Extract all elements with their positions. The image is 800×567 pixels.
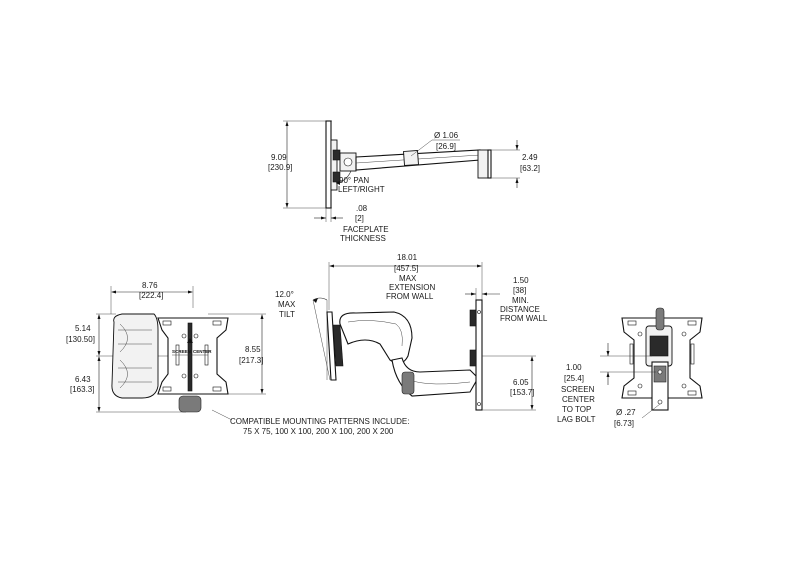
front-height-dim: 8.55 <box>245 345 261 354</box>
screen-center-label: SCREEN <box>172 349 191 354</box>
tilt-max: MAX <box>278 300 296 309</box>
tube-diameter-mm: [26.9] <box>436 142 456 151</box>
front-lower-dim: 6.43 <box>75 375 91 384</box>
wall-plate <box>475 299 483 411</box>
faceplate-bracket <box>330 139 338 191</box>
pan-note-2: LEFT/RIGHT <box>338 185 385 194</box>
tilt-angle: 12.0° <box>275 290 294 299</box>
extension-max: MAX <box>399 274 417 283</box>
top-height-dim-mm: [230.9] <box>268 163 292 172</box>
min-distance-min: MIN. <box>512 296 529 305</box>
compatible-patterns: 75 X 75, 100 X 100, 200 X 100, 200 X 200 <box>243 427 394 436</box>
front-view: 8.76 [222.4] 5.14 [130.50] 6.43 [163.3] … <box>66 281 409 436</box>
faceplate-dim: .08 <box>356 204 368 213</box>
screen-center-label-2: CENTER <box>193 349 212 354</box>
hole-diameter: Ø .27 <box>616 408 636 417</box>
compatible-note: COMPATIBLE MOUNTING PATTERNS INCLUDE: <box>230 417 409 426</box>
lag-dim: 1.00 <box>566 363 582 372</box>
upper-arm <box>339 311 413 364</box>
hole-diameter-mm: [6.73] <box>614 419 634 428</box>
extension-dim: 18.01 <box>397 253 418 262</box>
wall-plate-dim: 2.49 <box>522 153 538 162</box>
min-distance-label: DISTANCE <box>500 305 540 314</box>
tube-diameter: Ø 1.06 <box>434 131 459 140</box>
lag-bolt: LAG BOLT <box>557 415 596 424</box>
side-lower-dim-mm: [153.7] <box>510 388 534 397</box>
extension-dim-mm: [457.5] <box>394 264 418 273</box>
front-upper-dim-mm: [130.50] <box>66 335 95 344</box>
rear-pivot-post <box>655 307 665 331</box>
front-lower-dim-mm: [163.3] <box>70 385 94 394</box>
wall-plate-dim-mm: [63.2] <box>520 164 540 173</box>
faceplate-label: FACEPLATE <box>343 225 389 234</box>
faceplate-dim-mm: [2] <box>355 214 364 223</box>
tv-faceplate <box>325 120 332 209</box>
min-distance-dim-mm: [38] <box>513 286 526 295</box>
top-height-dim: 9.09 <box>271 153 287 162</box>
front-width-dim: 8.76 <box>142 281 158 290</box>
faceplate-label-2: THICKNESS <box>340 234 386 243</box>
rear-view: 1.00 [25.4] SCREEN CENTER TO TOP LAG BOL… <box>557 307 703 428</box>
side-view: 12.0° MAX TILT 18.01 [457.5] MAX EXTENSI… <box>275 253 548 411</box>
front-height-dim-mm: [217.3] <box>239 356 263 365</box>
front-upper-dim: 5.14 <box>75 324 91 333</box>
extension-label: EXTENSION <box>389 283 435 292</box>
top-view: 9.09 [230.9] 2.49 [63.2] Ø 1.06 [26.9] <box>268 120 540 243</box>
lag-to-top: TO TOP <box>562 405 591 414</box>
min-distance-dim: 1.50 <box>513 276 529 285</box>
lag-center: CENTER <box>562 395 595 404</box>
pan-note: 90° PAN <box>339 176 369 185</box>
extension-from-wall: FROM WALL <box>386 292 434 301</box>
wall-bracket-front <box>178 395 202 413</box>
lag-screen: SCREEN <box>561 385 595 394</box>
lag-dim-mm: [25.4] <box>564 374 584 383</box>
front-width-dim-mm: [222.4] <box>139 291 163 300</box>
arm-housing-front <box>111 313 159 399</box>
tilt-label: TILT <box>279 310 295 319</box>
min-distance-from-wall: FROM WALL <box>500 314 548 323</box>
tilted-faceplate <box>326 311 337 381</box>
wall-plate-side <box>477 149 489 179</box>
side-lower-dim: 6.05 <box>513 378 529 387</box>
vesa-plate <box>157 317 229 395</box>
